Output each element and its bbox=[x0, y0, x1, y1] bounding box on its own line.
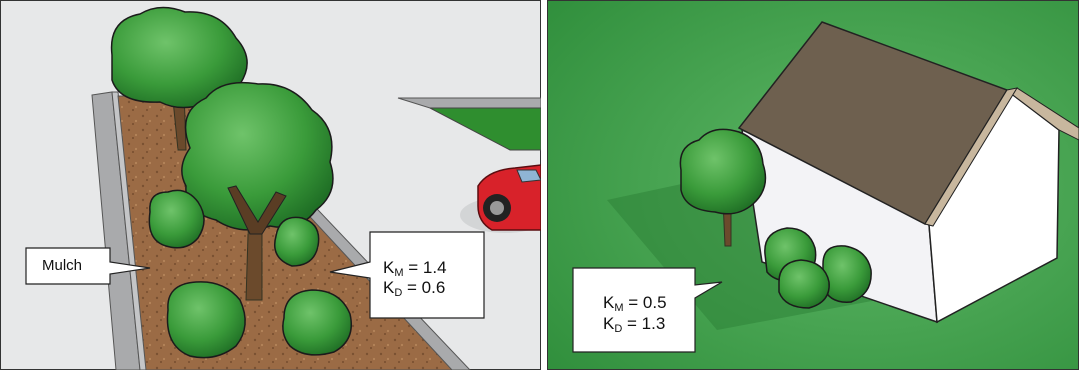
right-km-subscript: M bbox=[614, 302, 623, 314]
right-kd-symbol: K bbox=[603, 314, 614, 333]
left-km-value: 1.4 bbox=[423, 258, 447, 277]
right-kd-value: 1.3 bbox=[642, 314, 666, 333]
right-kd-subscript: D bbox=[614, 323, 622, 335]
right-km-line: KM = 0.5 bbox=[603, 293, 667, 315]
left-km-symbol: K bbox=[383, 258, 394, 277]
left-kd-subscript: D bbox=[394, 287, 402, 299]
left-km-line: KM = 1.4 bbox=[383, 258, 447, 280]
right-km-value: 0.5 bbox=[643, 293, 667, 312]
right-kd-line: KD = 1.3 bbox=[603, 314, 665, 336]
left-kd-value: 0.6 bbox=[422, 278, 446, 297]
left-kd-line: KD = 0.6 bbox=[383, 278, 445, 300]
right-scene-panel: KM = 0.5 KD = 1.3 bbox=[547, 0, 1079, 370]
left-kd-symbol: K bbox=[383, 278, 394, 297]
right-km-symbol: K bbox=[603, 293, 614, 312]
mulch-bed-illustration bbox=[0, 0, 541, 370]
left-scene-panel: Mulch KM = 1.4 KD = 0.6 bbox=[0, 0, 541, 370]
mulch-label: Mulch bbox=[42, 257, 82, 274]
